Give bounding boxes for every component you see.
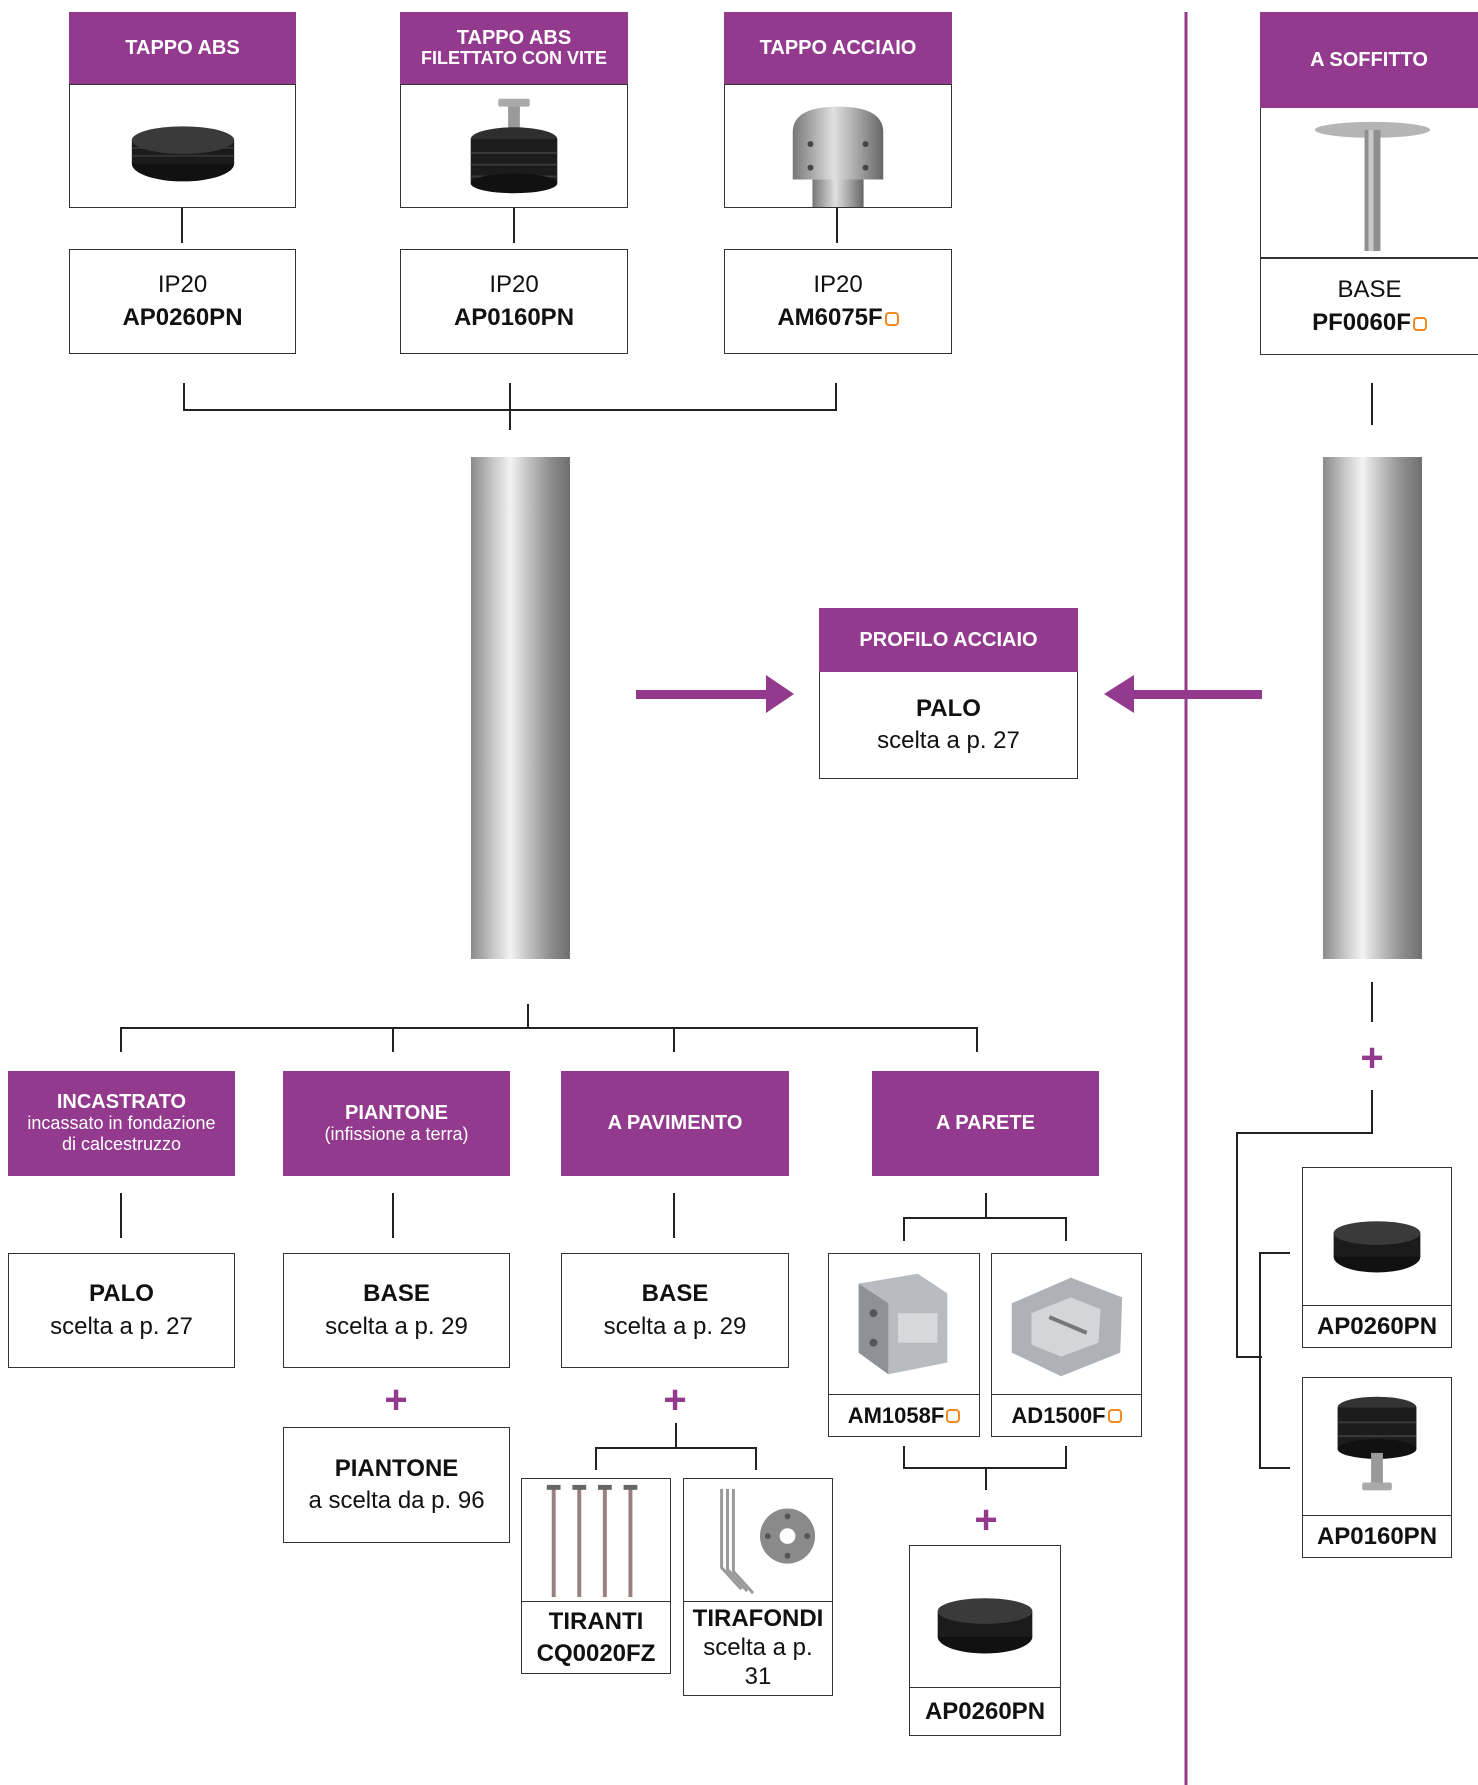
parete-cap-photo [909, 1545, 1061, 1688]
tirafondi-photo [683, 1478, 833, 1602]
tirafondi-title: TIRAFONDI [692, 1605, 824, 1633]
cap-steel-photo [724, 84, 952, 208]
threaded-cap-image [1337, 1396, 1417, 1491]
mount-incastrato-header: INCASTRATO incassato in fondazione di ca… [8, 1071, 235, 1176]
plus-icon: + [974, 1498, 998, 1542]
mount-piantone-sub: (infissione a terra) [324, 1123, 469, 1144]
cap-threaded-info: IP20 AP0160PN [400, 249, 628, 354]
ceiling-option-abs-code: AP0260PN [1302, 1306, 1452, 1348]
mount-incastrato-title: INCASTRATO [56, 1091, 187, 1114]
cap-threaded-code: AP0160PN [453, 303, 575, 331]
threaded-cap-image [470, 98, 558, 194]
cap-threaded-ip: IP20 [489, 271, 539, 299]
mount-piantone-title: PIANTONE [345, 1101, 448, 1124]
cap-abs-info: IP20 AP0260PN [69, 249, 296, 354]
wall-bracket-image [858, 1273, 948, 1375]
ceiling-photo [1260, 108, 1478, 258]
bracket-am1058-info: AM1058F [828, 1395, 980, 1437]
variant-marker-icon [884, 311, 899, 326]
tiranti-code: CQ0020FZ [536, 1639, 656, 1667]
cap-threaded-title: TAPPO ABS [456, 27, 572, 50]
mount-incastrato-sub1: incassato in fondazione [27, 1113, 216, 1134]
piantone-extra-page: a scelta da p. 96 [308, 1487, 485, 1514]
mount-parete-header: A PARETE [872, 1071, 1099, 1176]
cap-threaded-subtitle: FILETTATO CON VITE [421, 48, 607, 69]
profile-header: PROFILO ACCIAIO [819, 608, 1078, 672]
abs-cap-image [131, 126, 235, 182]
piantone-extra-info: PIANTONE a scelta da p. 96 [283, 1427, 510, 1543]
wall-bracket-image [1011, 1277, 1123, 1377]
cap-abs-ip: IP20 [157, 271, 208, 299]
mount-pavimento-title: A PAVIMENTO [607, 1112, 743, 1134]
abs-cap-image [1333, 1221, 1421, 1273]
cap-steel-header: TAPPO ACCIAIO [724, 12, 952, 84]
ceiling-header: A SOFFITTO [1260, 12, 1478, 108]
plus-icon: + [384, 1378, 408, 1422]
steel-cap-image [792, 106, 884, 207]
mount-pavimento-header: A PAVIMENTO [561, 1071, 789, 1176]
bracket-ad1500-code: AD1500F [1011, 1402, 1106, 1428]
ceiling-title: A SOFFITTO [1310, 48, 1428, 71]
variant-marker-icon [1412, 316, 1427, 331]
ceiling-option-threaded-photo [1302, 1377, 1452, 1516]
ceiling-pole-image [1323, 457, 1422, 959]
tiranti-info: TIRANTI CQ0020FZ [521, 1602, 671, 1674]
abs-cap-image [937, 1598, 1033, 1654]
variant-marker-icon [1107, 1408, 1122, 1423]
cap-abs-code: AP0260PN [122, 303, 243, 331]
cap-steel-info: IP20 AM6075F [724, 249, 952, 354]
profile-palo: PALO [916, 694, 981, 722]
cap-steel-code: AM6075F [777, 303, 883, 331]
ceiling-option-abs-photo [1302, 1167, 1452, 1306]
ceiling-base-image [1314, 121, 1431, 252]
incastrato-page: scelta a p. 27 [50, 1312, 193, 1340]
incastrato-palo: PALO [89, 1280, 154, 1308]
plus-icon: + [663, 1378, 687, 1422]
tiranti-title: TIRANTI [548, 1608, 644, 1636]
piantone-base-page: scelta a p. 29 [325, 1312, 468, 1340]
tirafondi-page: scelta a p. [703, 1634, 813, 1662]
cap-abs-header: TAPPO ABS [69, 12, 296, 84]
pavimento-base-page: scelta a p. 29 [603, 1312, 747, 1340]
steel-pole-image [471, 457, 570, 959]
variant-marker-icon [946, 1408, 961, 1423]
cap-steel-title: TAPPO ACCIAIO [759, 36, 917, 59]
pavimento-base-info: BASE scelta a p. 29 [561, 1253, 789, 1368]
cap-threaded-photo [400, 84, 628, 208]
tie-rods-image [546, 1484, 638, 1598]
pavimento-base: BASE [641, 1280, 709, 1308]
piantone-extra-title: PIANTONE [334, 1454, 459, 1482]
cap-abs-title: TAPPO ABS [125, 36, 240, 59]
mount-parete-title: A PARETE [936, 1112, 1035, 1134]
cap-threaded-header: TAPPO ABS FILETTATO CON VITE [400, 12, 628, 84]
parete-cap-code: AP0260PN [909, 1688, 1061, 1736]
bracket-ad1500-photo [991, 1253, 1142, 1395]
profile-page: scelta a p. 27 [877, 727, 1020, 754]
profile-info: PALO scelta a p. 27 [819, 672, 1078, 779]
incastrato-info: PALO scelta a p. 27 [8, 1253, 235, 1368]
mount-incastrato-sub2: di calcestruzzo [61, 1134, 182, 1154]
bracket-ad1500-info: AD1500F [991, 1395, 1142, 1437]
piantone-base: BASE [363, 1280, 430, 1308]
mount-piantone-header: PIANTONE (infissione a terra) [283, 1071, 510, 1176]
ceiling-option-threaded-code: AP0160PN [1302, 1516, 1452, 1558]
ceiling-base: BASE [1337, 276, 1402, 304]
profile-title: PROFILO ACCIAIO [859, 628, 1038, 651]
ceiling-code: PF0060F [1312, 308, 1411, 336]
plus-icon: + [1360, 1036, 1384, 1080]
tiranti-photo [521, 1478, 671, 1602]
bracket-am1058-code: AM1058F [847, 1402, 945, 1428]
bracket-am1058-photo [828, 1253, 980, 1395]
cap-abs-photo [69, 84, 296, 208]
tirafondi-page-number: 31 [744, 1662, 772, 1690]
piantone-base-info: BASE scelta a p. 29 [283, 1253, 510, 1368]
tirafondi-info: TIRAFONDI scelta a p. 31 [683, 1602, 833, 1696]
cap-steel-ip: IP20 [813, 271, 863, 299]
ceiling-info: BASE PF0060F [1260, 258, 1478, 355]
anchor-bolts-image [720, 1488, 816, 1595]
